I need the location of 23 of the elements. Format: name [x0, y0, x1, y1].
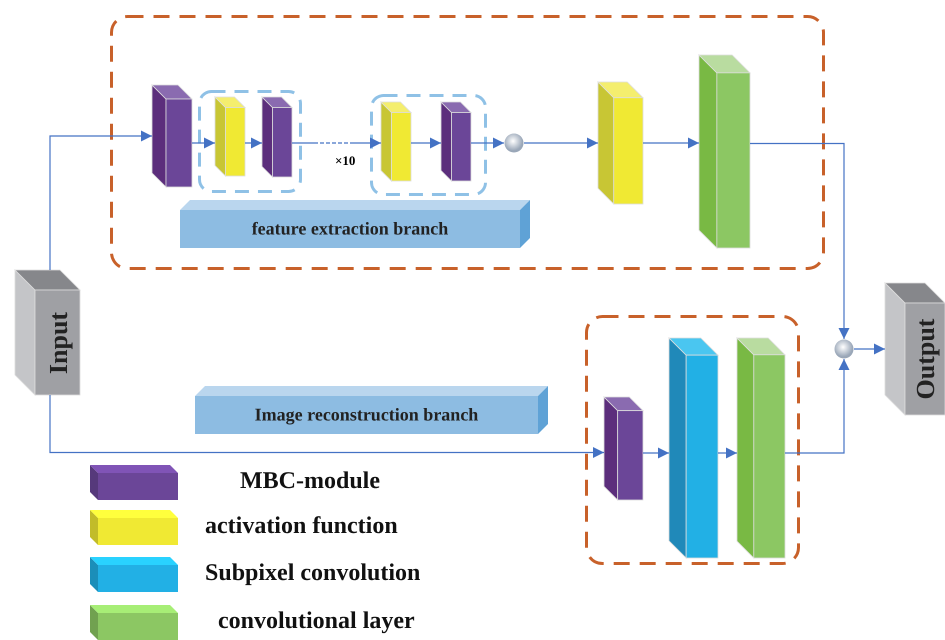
arrow — [854, 344, 885, 354]
block-label: Input — [44, 311, 74, 374]
arrow — [192, 138, 215, 148]
arrow — [750, 142, 850, 339]
arrow — [785, 359, 850, 454]
arrow — [292, 138, 381, 148]
arrow — [718, 448, 737, 458]
legend-label: convolutional layer — [218, 608, 415, 635]
arrow — [643, 138, 699, 148]
arrow — [245, 138, 262, 148]
legend-label: MBC-module — [240, 468, 380, 495]
arrow — [411, 138, 441, 148]
arrow — [49, 130, 152, 270]
block-label: Output — [910, 318, 940, 400]
legend-label: Subpixel convolution — [205, 560, 420, 587]
branch-label: Image reconstruction branch — [254, 404, 478, 426]
arrow — [471, 138, 504, 148]
branch-label: feature extraction branch — [252, 218, 448, 240]
arrow — [643, 448, 669, 458]
arrow — [524, 138, 598, 148]
arrow — [49, 395, 604, 458]
legend-label: activation function — [205, 513, 398, 540]
repeat-count: ×10 — [335, 153, 356, 169]
